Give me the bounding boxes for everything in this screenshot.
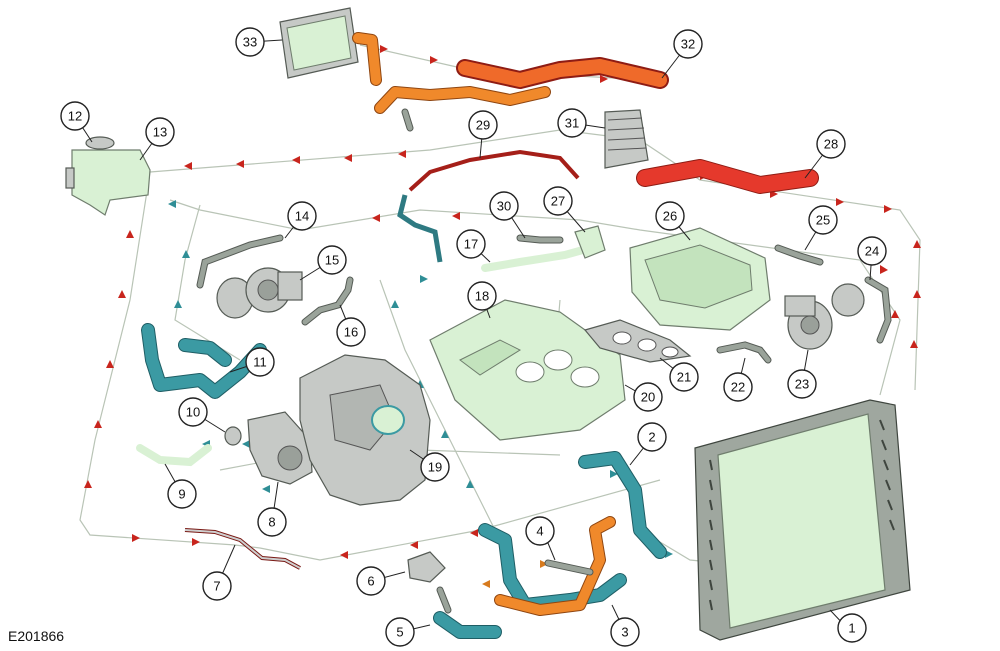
svg-text:3: 3 [621, 625, 628, 640]
crossover-tube [481, 244, 594, 272]
svg-text:32: 32 [681, 37, 695, 52]
coolant-outlet [516, 225, 606, 259]
callout-29: 29 [468, 110, 498, 140]
engine-front-cover [299, 354, 431, 506]
callout-14: 14 [287, 201, 317, 231]
coolant-tube [136, 444, 212, 467]
svg-text:2: 2 [648, 430, 655, 445]
callout-12: 12 [60, 101, 90, 131]
callout-16: 16 [336, 317, 366, 347]
callout-27: 27 [543, 186, 573, 216]
turbo-return-tube-right [774, 244, 892, 344]
callout-19: 19 [420, 452, 450, 482]
callout-10: 10 [178, 397, 208, 427]
svg-text:16: 16 [344, 325, 358, 340]
bypass-tube [184, 528, 301, 570]
svg-text:26: 26 [663, 209, 677, 224]
svg-text:23: 23 [795, 377, 809, 392]
callout-9: 9 [167, 479, 197, 509]
callout-23: 23 [787, 369, 817, 399]
svg-text:5: 5 [396, 625, 403, 640]
degas-vent-hose [397, 149, 580, 263]
sensor-connector [544, 559, 594, 576]
cylinder-block [429, 299, 626, 441]
callout-7: 7 [202, 571, 232, 601]
svg-text:25: 25 [816, 213, 830, 228]
svg-text:31: 31 [565, 116, 579, 131]
svg-text:29: 29 [476, 118, 490, 133]
callout-18: 18 [467, 281, 497, 311]
svg-text:9: 9 [178, 487, 185, 502]
oil-cooler [604, 109, 649, 169]
turbo-supply-tube [196, 234, 284, 289]
svg-text:18: 18 [475, 289, 489, 304]
callout-8: 8 [257, 507, 287, 537]
callout-1: 1 [837, 613, 867, 643]
callout-15: 15 [317, 245, 347, 275]
callout-32: 32 [673, 29, 703, 59]
svg-text:19: 19 [428, 460, 442, 475]
callout-30: 30 [489, 191, 519, 221]
svg-text:11: 11 [253, 355, 267, 370]
callout-33: 33 [235, 27, 265, 57]
svg-text:22: 22 [731, 380, 745, 395]
callout-28: 28 [816, 129, 846, 159]
svg-text:20: 20 [641, 390, 655, 405]
svg-text:28: 28 [824, 137, 838, 152]
callout-2: 2 [637, 422, 667, 452]
heater-hose-assembly [374, 57, 669, 132]
lower-hose-assembly [478, 516, 627, 616]
svg-text:30: 30 [497, 199, 511, 214]
head-gasket [583, 319, 692, 363]
svg-text:10: 10 [186, 405, 200, 420]
water-pump [247, 411, 313, 485]
cylinder-head [629, 227, 771, 331]
callout-26: 26 [655, 201, 685, 231]
callout-17: 17 [456, 229, 486, 259]
svg-text:8: 8 [268, 515, 275, 530]
callout-11: 11 [245, 347, 275, 377]
radiator [694, 399, 911, 641]
lower-hose [433, 611, 502, 639]
svg-text:7: 7 [213, 579, 220, 594]
svg-text:4: 4 [536, 524, 543, 539]
heater-outlet-hose [636, 159, 819, 194]
turbocharger [216, 267, 303, 319]
callout-13: 13 [145, 117, 175, 147]
svg-text:1: 1 [848, 621, 855, 636]
svg-text:21: 21 [677, 370, 691, 385]
svg-text:27: 27 [551, 194, 565, 209]
callouts: 1 2 3 4 5 6 7 8 9 10 11 12 13 14 15 16 1… [60, 27, 887, 647]
callout-4: 4 [525, 516, 555, 546]
svg-text:15: 15 [325, 253, 339, 268]
svg-text:12: 12 [68, 109, 82, 124]
radiator-upper-hose [578, 451, 667, 559]
figure-id-label: E201866 [8, 628, 65, 644]
heater-core [279, 7, 382, 86]
callout-24: 24 [857, 236, 887, 266]
callout-3: 3 [610, 617, 640, 647]
turbo-return-tube [301, 276, 354, 326]
callout-20: 20 [633, 382, 663, 412]
callout-6: 6 [356, 566, 386, 596]
hose-assembly [141, 323, 267, 399]
svg-text:13: 13 [153, 125, 167, 140]
degas-bottle [65, 136, 151, 216]
svg-text:17: 17 [464, 237, 478, 252]
callout-22: 22 [723, 372, 753, 402]
turbo-supply-tube-right [716, 341, 772, 364]
outlet-housing [407, 551, 452, 614]
svg-text:6: 6 [367, 574, 374, 589]
callout-5: 5 [385, 617, 415, 647]
thermostat [224, 426, 242, 446]
callout-25: 25 [808, 205, 838, 235]
svg-text:14: 14 [295, 209, 309, 224]
callout-31: 31 [557, 108, 587, 138]
svg-text:33: 33 [243, 35, 257, 50]
turbocharger-right [784, 283, 865, 350]
callout-21: 21 [669, 362, 699, 392]
svg-text:24: 24 [865, 244, 879, 259]
